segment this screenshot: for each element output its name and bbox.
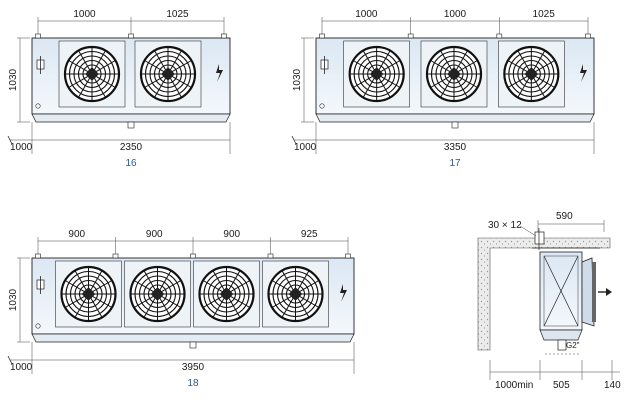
- spacing-dim: 925: [301, 229, 318, 240]
- spacing-dim: 1000: [355, 9, 378, 20]
- total-dim: 3350: [444, 142, 467, 153]
- spacing-dim: 900: [68, 229, 85, 240]
- ceiling-bracket: [534, 231, 545, 245]
- total-dim: 3950: [182, 362, 205, 373]
- airflow-arrow-icon: [598, 288, 612, 296]
- side-dim-505: 505: [553, 380, 570, 391]
- side-dim-140: 140: [604, 380, 621, 391]
- drip-tray: [539, 329, 583, 341]
- lightning-icon: [216, 64, 223, 82]
- drip-tray: [31, 113, 231, 123]
- spacing-dim: 900: [223, 229, 240, 240]
- side-dim-min: 1000min: [495, 380, 533, 391]
- drip-tray: [31, 333, 355, 343]
- lightning-icon: [580, 64, 587, 82]
- lightning-icon: [340, 284, 347, 302]
- mount-bracket: [190, 253, 196, 259]
- mount-bracket: [345, 253, 351, 259]
- pipe-label: G2": [566, 341, 580, 350]
- fan-grille-icon: [134, 40, 202, 108]
- unit-18: 900 900 900 925 1030 3950 1000 18: [7, 229, 355, 389]
- unit-label: 16: [125, 158, 137, 169]
- clearance-dim: 1000: [10, 142, 33, 153]
- fixing-hole: [319, 103, 325, 109]
- units-layer: 1000 1025 1030 2350 1000 16 1000 1000 1025 1030 33…: [7, 9, 595, 389]
- total-dim: 2350: [120, 142, 143, 153]
- spacing-dim: 900: [146, 229, 163, 240]
- height-dim: 1030: [8, 68, 19, 91]
- thermostat-icon: [320, 56, 329, 74]
- fan-grille-icon: [55, 260, 122, 328]
- fixing-hole: [35, 323, 41, 329]
- fan-grille-icon: [124, 260, 191, 328]
- side-fan-housing: [581, 257, 595, 327]
- mount-bracket: [407, 33, 414, 39]
- mount-bracket: [128, 33, 134, 39]
- fan-grille-icon: [193, 260, 260, 328]
- ceiling-slab: [477, 237, 611, 351]
- fan-grille-icon: [343, 40, 410, 108]
- spacing-dim: 1025: [166, 9, 189, 20]
- mount-bracket: [35, 253, 41, 259]
- drain-outlet: [451, 121, 459, 129]
- height-dim: 1030: [292, 68, 303, 91]
- fan-grille-icon: [498, 40, 565, 108]
- thermostat-icon: [36, 56, 45, 74]
- bolt-dim: 30 × 12: [488, 220, 522, 231]
- mount-bracket: [221, 33, 227, 39]
- thermostat-icon: [36, 276, 45, 294]
- unit-16: 1000 1025 1030 2350 1000 16: [7, 9, 231, 169]
- unit-label: 18: [187, 378, 199, 389]
- unit-label: 17: [449, 158, 461, 169]
- mount-bracket: [319, 33, 325, 39]
- depth-dim: 590: [556, 211, 573, 222]
- mount-bracket: [267, 253, 274, 259]
- unit-17: 1000 1000 1025 1030 3350 1000 17: [291, 9, 595, 169]
- mount-bracket: [112, 253, 119, 259]
- mount-bracket: [585, 33, 591, 39]
- drain-outlet: [127, 121, 135, 129]
- drip-tray: [315, 113, 595, 123]
- fan-grille-icon: [262, 260, 329, 328]
- spacing-dim: 1000: [73, 9, 96, 20]
- clearance-dim: 1000: [10, 362, 33, 373]
- mount-bracket: [35, 33, 41, 39]
- fixing-hole: [35, 103, 41, 109]
- fan-grille-icon: [58, 40, 126, 108]
- mount-bracket: [496, 33, 503, 39]
- side-view: 590 30 × 12 G2" 1000min 505 140: [477, 211, 621, 391]
- height-dim: 1030: [8, 288, 19, 311]
- spacing-dim: 1025: [533, 9, 556, 20]
- drain-outlet: [189, 341, 197, 349]
- fan-grille-icon: [420, 40, 488, 108]
- spacing-dim: 1000: [444, 9, 467, 20]
- clearance-dim: 1000: [294, 142, 317, 153]
